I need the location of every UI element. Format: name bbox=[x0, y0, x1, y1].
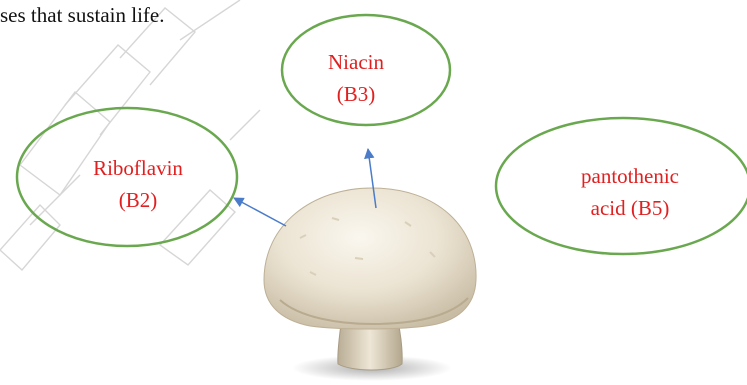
label-pantothenic-name: pantothenic bbox=[545, 160, 715, 192]
mushroom-image bbox=[264, 188, 476, 381]
label-niacin: Niacin (B3) bbox=[296, 46, 416, 110]
label-pantothenic: pantothenic acid (B5) bbox=[545, 160, 715, 224]
label-riboflavin-code: (B2) bbox=[63, 184, 213, 216]
intro-text: ses that sustain life. bbox=[0, 3, 164, 28]
arrow-to-riboflavin bbox=[234, 198, 286, 226]
label-pantothenic-code: acid (B5) bbox=[545, 192, 715, 224]
label-riboflavin: Riboflavin (B2) bbox=[63, 152, 213, 216]
label-riboflavin-name: Riboflavin bbox=[63, 152, 213, 184]
label-niacin-name: Niacin bbox=[296, 46, 416, 78]
label-niacin-code: (B3) bbox=[296, 78, 416, 110]
